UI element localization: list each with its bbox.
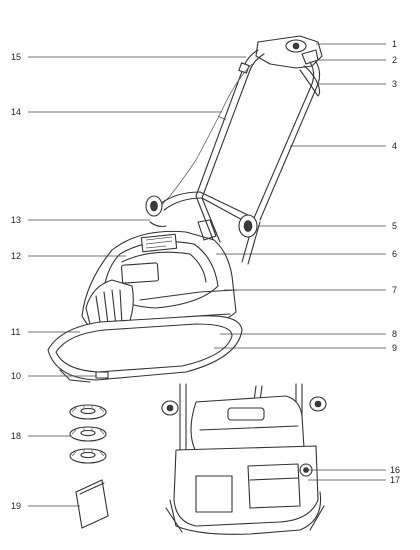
callout-16: 16 — [390, 465, 400, 475]
callout-4: 4 — [392, 141, 397, 151]
switch-box — [255, 35, 323, 69]
spacer-ring — [69, 448, 107, 464]
callout-7: 7 — [392, 285, 397, 295]
rear-knob-right — [309, 396, 327, 412]
callout-19: 19 — [11, 501, 21, 511]
rear-knob-left — [161, 400, 179, 416]
release-lever — [299, 65, 321, 97]
cable-holder — [299, 463, 313, 477]
mower-illustration — [47, 35, 323, 383]
callout-15: 15 — [11, 52, 21, 62]
callout-10: 10 — [11, 371, 21, 381]
leader-lines — [28, 43, 386, 507]
callout-18: 18 — [11, 431, 21, 441]
mower-deck — [47, 315, 243, 383]
spacer-ring — [69, 426, 107, 442]
callout-8: 8 — [392, 329, 397, 339]
instruction-manual — [75, 479, 109, 529]
callout-6: 6 — [392, 249, 397, 259]
callout-3: 3 — [392, 79, 397, 89]
upper-handle — [195, 49, 321, 221]
callout-9: 9 — [392, 343, 397, 353]
callout-labels: 1 2 3 4 5 6 7 8 9 10 11 12 13 14 15 16 1… — [11, 39, 400, 511]
spacer-ring — [69, 404, 107, 420]
callout-14: 14 — [11, 107, 21, 117]
handle-knob-left — [145, 195, 163, 217]
spacer-rings — [69, 404, 107, 464]
handle-knob-right — [238, 214, 258, 238]
callout-17: 17 — [390, 475, 400, 485]
callout-1: 1 — [392, 39, 397, 49]
callout-13: 13 — [11, 215, 21, 225]
rear-view-illustration — [161, 383, 327, 535]
callout-5: 5 — [392, 221, 397, 231]
callout-2: 2 — [392, 55, 397, 65]
callout-12: 12 — [11, 251, 21, 261]
motor-housing — [81, 219, 237, 341]
callout-11: 11 — [11, 327, 20, 337]
cable — [155, 63, 253, 215]
lower-handle — [159, 191, 261, 265]
cable-clip — [149, 221, 167, 228]
